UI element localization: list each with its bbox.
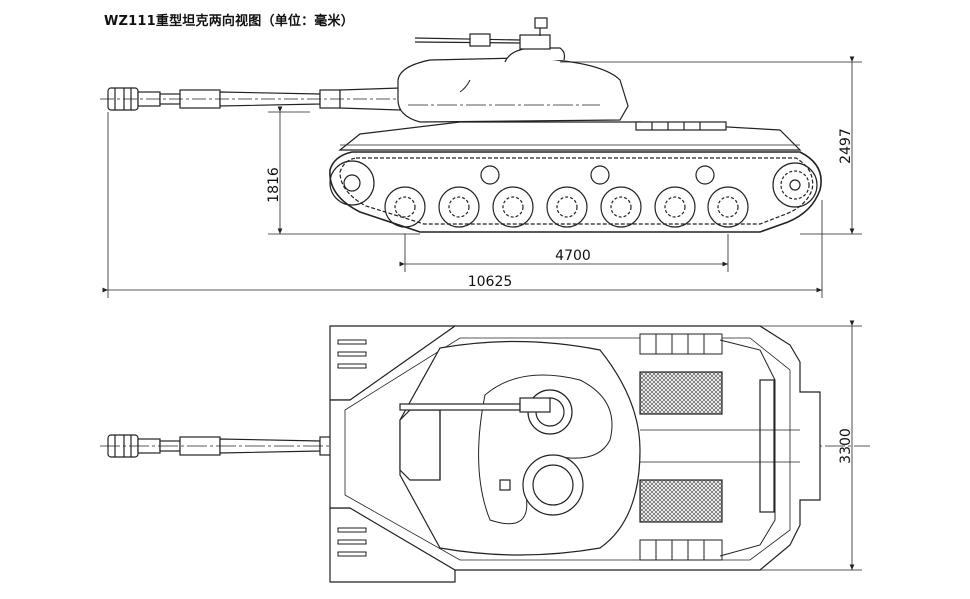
side-gun-barrel <box>100 87 410 111</box>
dim-overall-length: 10625 <box>468 274 513 290</box>
side-track <box>329 151 822 233</box>
side-sprocket-wheel <box>772 162 818 208</box>
top-engine-grille-1 <box>639 371 723 415</box>
side-idler-wheel <box>329 160 375 206</box>
side-view <box>100 17 822 233</box>
dim-hull-height: 1816 <box>266 167 282 203</box>
side-road-wheels <box>384 186 749 228</box>
side-turret <box>397 57 629 123</box>
top-loader-hatch <box>522 454 584 516</box>
top-view <box>100 325 870 583</box>
top-engine-grille-2 <box>639 479 723 523</box>
dim-track-contact-length: 4700 <box>555 248 591 264</box>
dim-width: 3300 <box>838 428 854 464</box>
side-hull <box>338 121 802 151</box>
dim-total-height: 2497 <box>838 128 854 164</box>
drawing-title: WZ111重型坦克两向视图（单位：毫米） <box>104 14 354 29</box>
side-cupola-mg <box>414 17 566 63</box>
side-dimension-lines <box>102 56 862 298</box>
top-turret <box>399 340 641 556</box>
top-dimension-lines <box>760 320 862 571</box>
